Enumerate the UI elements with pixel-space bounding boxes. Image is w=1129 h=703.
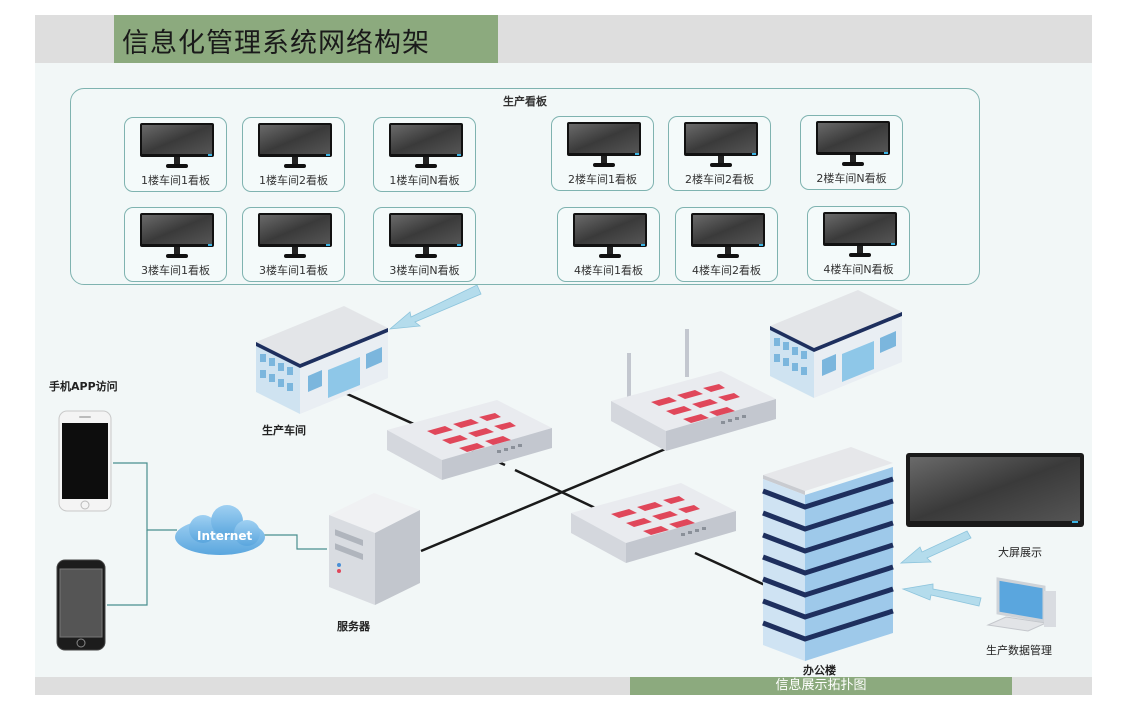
page-title: 信息化管理系统网络构架 bbox=[122, 28, 430, 59]
arrows bbox=[388, 284, 982, 607]
internet-label: Internet bbox=[197, 529, 253, 543]
monitor-card: 2楼车间2看板 bbox=[668, 116, 771, 191]
monitor-label: 1楼车间2看板 bbox=[259, 174, 328, 187]
monitor-card: 3楼车间1看板 bbox=[124, 207, 227, 282]
monitor-icon bbox=[567, 122, 641, 167]
monitor-icon bbox=[140, 213, 214, 258]
office-tower-icon bbox=[762, 447, 894, 661]
monitor-card: 4楼车间2看板 bbox=[675, 207, 778, 282]
monitor-card: 3楼车间1看板 bbox=[242, 207, 345, 282]
monitor-icon bbox=[816, 121, 890, 166]
monitor-card: 1楼车间N看板 bbox=[373, 117, 476, 192]
monitor-icon bbox=[684, 122, 758, 167]
monitor-label: 1楼车间N看板 bbox=[389, 174, 460, 187]
production-data-label: 生产数据管理 bbox=[986, 644, 1052, 657]
monitor-label: 4楼车间N看板 bbox=[823, 263, 894, 276]
monitor-card: 2楼车间1看板 bbox=[551, 116, 654, 191]
server-icon bbox=[329, 493, 420, 605]
monitor-label: 1楼车间1看板 bbox=[141, 174, 210, 187]
white-phone-icon bbox=[58, 410, 112, 512]
monitor-card: 4楼车间1看板 bbox=[557, 207, 660, 282]
slide: 信息化管理系统网络构架 bbox=[35, 15, 1092, 695]
monitor-icon bbox=[258, 123, 332, 168]
big-screen-label: 大屏展示 bbox=[998, 546, 1042, 559]
footer-caption: 信息展示拓扑图 bbox=[630, 677, 1012, 695]
office-label: 办公楼 bbox=[803, 664, 836, 677]
monitor-card: 4楼车间N看板 bbox=[807, 206, 910, 281]
network-diagram bbox=[56, 284, 1084, 661]
monitor-card: 1楼车间2看板 bbox=[242, 117, 345, 192]
monitor-icon bbox=[258, 213, 332, 258]
router-icon bbox=[571, 483, 736, 563]
mobile-links bbox=[107, 462, 327, 606]
monitor-icon bbox=[823, 212, 897, 257]
monitor-label: 2楼车间2看板 bbox=[685, 173, 754, 186]
monitor-label: 3楼车间N看板 bbox=[389, 264, 460, 277]
internet-cloud-icon bbox=[175, 505, 265, 555]
black-phone-icon bbox=[56, 559, 106, 651]
big-screen-icon bbox=[906, 453, 1084, 527]
monitor-icon bbox=[573, 213, 647, 258]
monitor-label: 3楼车间1看板 bbox=[259, 264, 328, 277]
monitor-icon bbox=[389, 123, 463, 168]
monitor-label: 2楼车间N看板 bbox=[816, 172, 887, 185]
monitor-icon bbox=[140, 123, 214, 168]
server-label: 服务器 bbox=[337, 620, 370, 633]
monitor-icon bbox=[691, 213, 765, 258]
monitor-label: 4楼车间2看板 bbox=[692, 264, 761, 277]
workshop-label: 生产车间 bbox=[262, 424, 306, 437]
router-icon bbox=[387, 400, 552, 480]
title-box: 信息化管理系统网络构架 bbox=[114, 15, 498, 63]
workshop-building-icon bbox=[256, 306, 388, 414]
monitor-card: 2楼车间N看板 bbox=[800, 115, 903, 190]
monitor-label: 3楼车间1看板 bbox=[141, 264, 210, 277]
wireless-router-icon bbox=[611, 329, 776, 451]
monitor-card: 3楼车间N看板 bbox=[373, 207, 476, 282]
monitor-label: 2楼车间1看板 bbox=[568, 173, 637, 186]
building-icon bbox=[770, 290, 902, 398]
monitor-card: 1楼车间1看板 bbox=[124, 117, 227, 192]
computer-icon bbox=[986, 577, 1056, 632]
monitor-label: 4楼车间1看板 bbox=[574, 264, 643, 277]
mobile-access-label: 手机APP访问 bbox=[49, 380, 118, 393]
monitor-icon bbox=[389, 213, 463, 258]
panel-title: 生产看板 bbox=[503, 95, 547, 108]
